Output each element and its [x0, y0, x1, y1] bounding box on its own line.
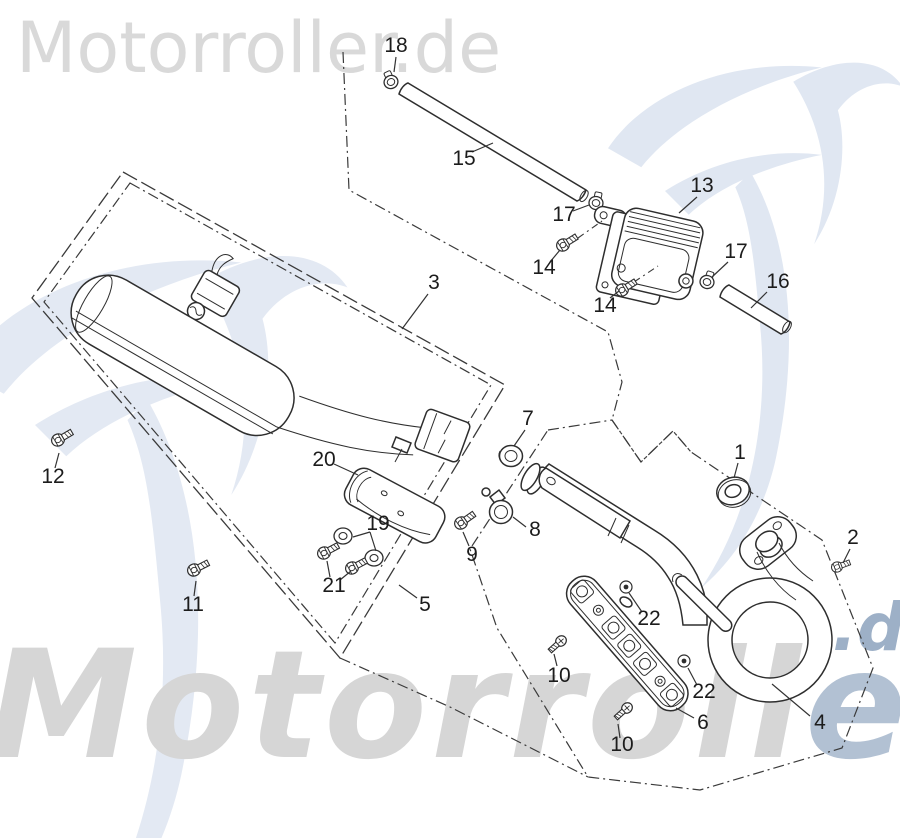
parts-lineart: [48, 68, 853, 723]
callout-7: 7: [522, 407, 534, 430]
callout-14a: 14: [532, 256, 556, 279]
air-hose-long: [398, 82, 589, 203]
callout-17b: 17: [724, 240, 747, 263]
washer-19a: [333, 527, 353, 545]
callout-22a: 22: [637, 607, 660, 630]
pipe-cover-shield: [343, 467, 446, 544]
callout-8: 8: [529, 518, 541, 541]
callout-10b: 10: [610, 733, 633, 756]
muffler-inlet-sleeve: [414, 408, 471, 463]
callout-14b: 14: [593, 294, 617, 317]
watermark-bottom-main: Motorroll: [0, 619, 805, 793]
muffler-silencer: [70, 254, 427, 456]
flange-gasket: [716, 476, 752, 508]
callout-20: 20: [312, 448, 335, 471]
connector-ring: [498, 444, 524, 468]
callout-19: 19: [366, 512, 389, 535]
bolt-2: [829, 557, 853, 575]
callout-15: 15: [452, 147, 475, 170]
bolt-21b: [342, 554, 370, 577]
grommet-22b: [677, 654, 691, 668]
callout-11: 11: [182, 593, 204, 616]
bolt-14a: [553, 230, 581, 255]
region-muffler-inner: [43, 182, 492, 645]
callout-22b: 22: [692, 680, 715, 703]
watermark-bottom: Motorroller: [0, 619, 900, 793]
callout-2: 2: [847, 526, 859, 549]
exhaust-clamp: [481, 487, 514, 525]
stay-oval-hole: [619, 596, 633, 608]
callout-13: 13: [690, 174, 713, 197]
callout-1: 1: [734, 441, 746, 464]
region-bottom-spur: [339, 657, 589, 778]
exhaust-flange: [738, 516, 798, 570]
leader-lines: [54, 56, 851, 739]
callout-10a: 10: [547, 664, 570, 687]
bolt-9: [451, 508, 479, 533]
callout-5: 5: [419, 593, 431, 616]
callout-6: 6: [697, 711, 709, 734]
pipe-stay-bar: [538, 467, 632, 540]
callout-4: 4: [814, 711, 826, 734]
callout-labels: 18 15 17 13 17 16 14 14 3 12 11 20 19 21…: [41, 34, 859, 756]
callout-16: 16: [766, 270, 789, 293]
muffler-bracket-tab: [391, 436, 412, 454]
callout-21: 21: [322, 574, 345, 597]
callout-12: 12: [41, 465, 64, 488]
exhaust-header-pipe: [520, 462, 833, 703]
region-headerpipe-outline: [469, 419, 874, 791]
callout-3: 3: [428, 271, 440, 294]
callout-18: 18: [384, 34, 407, 57]
callout-17a: 17: [552, 203, 575, 226]
heat-shield-plate: [565, 575, 689, 712]
air-hose-short: [719, 284, 792, 335]
brand-bird-logo-top-right: [608, 62, 900, 589]
bolt-21a: [314, 539, 342, 562]
pipe-mount-stay: [675, 575, 733, 632]
watermark-top: Motorroller.de: [16, 7, 501, 89]
air-system-box: [593, 205, 704, 305]
region-outlines: [31, 51, 874, 791]
grommet-22a: [619, 580, 633, 594]
hose-clamp-17b: [697, 268, 718, 291]
watermark-side-fragment: .de: [832, 589, 900, 666]
callout-9: 9: [466, 543, 478, 566]
